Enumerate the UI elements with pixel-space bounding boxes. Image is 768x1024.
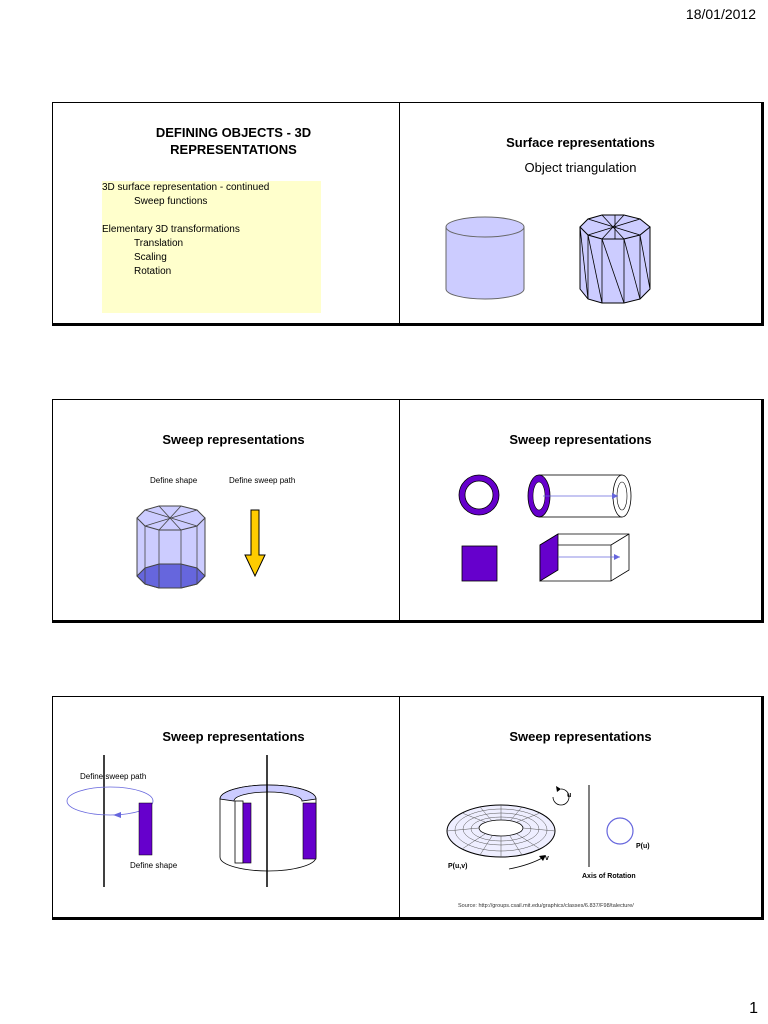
- slide-title: Sweep representations: [162, 432, 305, 447]
- slide-sweep-representations-2: Sweep representations: [399, 399, 764, 623]
- swept-tube-figure: [527, 474, 632, 518]
- sweep-examples-figure: [458, 474, 632, 582]
- pu-label: P(u): [636, 843, 650, 850]
- slide-title: Sweep representations: [509, 729, 652, 744]
- bullet-box: 3D surface representation - continued Sw…: [102, 181, 321, 313]
- slide-title-line2: REPRESENTATIONS: [170, 142, 297, 157]
- sweep-prism-figure: [136, 505, 266, 589]
- swept-ring-figure: [219, 784, 317, 872]
- swept-box-figure: [539, 533, 630, 582]
- slide-sweep-representations-4: Sweep representations: [399, 696, 764, 920]
- v-label: v: [545, 855, 549, 862]
- bullet-item: Rotation: [134, 266, 172, 277]
- page-number: 1: [749, 1000, 758, 1017]
- slide-sweep-representations-1: Sweep representations Define shape Defin…: [52, 399, 417, 623]
- slide-title: Surface representations: [506, 135, 655, 150]
- bullet-item: Elementary 3D transformations: [102, 224, 240, 235]
- bullet-item: Translation: [134, 238, 184, 249]
- define-shape-label: Define shape: [150, 476, 198, 485]
- slide-title: Sweep representations: [162, 729, 305, 744]
- slide-title: Sweep representations: [509, 432, 652, 447]
- define-sweep-path-label: Define sweep path: [80, 772, 147, 781]
- ring-profile-figure: [458, 474, 500, 516]
- page-date: 18/01/2012: [685, 6, 756, 22]
- bullet-item: Scaling: [134, 252, 167, 263]
- slide-title-line1: DEFINING OBJECTS - 3D: [155, 125, 312, 140]
- slide-surface-representations: Surface representations Object triangula…: [399, 102, 764, 326]
- sweep-path-arrow: [244, 509, 266, 578]
- define-sweep-path-label: Define sweep path: [229, 476, 296, 485]
- smooth-cylinder-figure: [445, 216, 525, 300]
- slide-sweep-representations-3: Sweep representations Define sweep path …: [52, 696, 417, 920]
- source-citation: Source: http://groups.csail.mit.edu/grap…: [458, 903, 634, 909]
- rotational-sweep-figure: [66, 755, 317, 887]
- triangulated-cylinder-figure: [579, 214, 651, 304]
- square-profile-figure: [461, 545, 498, 582]
- u-label: u: [567, 792, 572, 799]
- bullet-item: Sweep functions: [134, 196, 208, 207]
- slide-defining-objects: DEFINING OBJECTS - 3D REPRESENTATIONS 3D…: [52, 102, 417, 326]
- torus-figure: [446, 804, 556, 858]
- slide-subtitle: Object triangulation: [524, 160, 637, 175]
- bullet-item: 3D surface representation - continued: [102, 182, 270, 193]
- torus-sweep-figure: [446, 785, 634, 870]
- axis-of-rotation-label: Axis of Rotation: [582, 873, 636, 880]
- puv-label: P(u,v): [448, 863, 468, 870]
- cylinder-figures: [445, 214, 651, 304]
- define-shape-label: Define shape: [130, 861, 178, 870]
